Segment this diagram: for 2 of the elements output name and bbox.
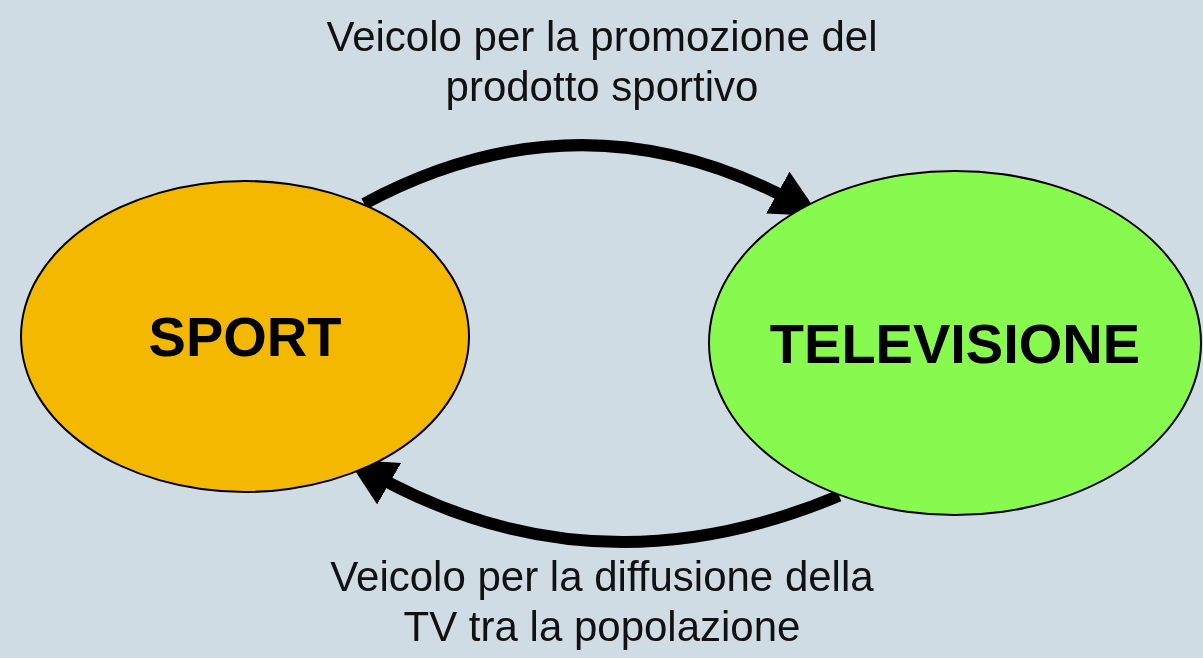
node-label: TELEVISIONE [769,310,1141,376]
node-label: SPORT [148,304,342,369]
